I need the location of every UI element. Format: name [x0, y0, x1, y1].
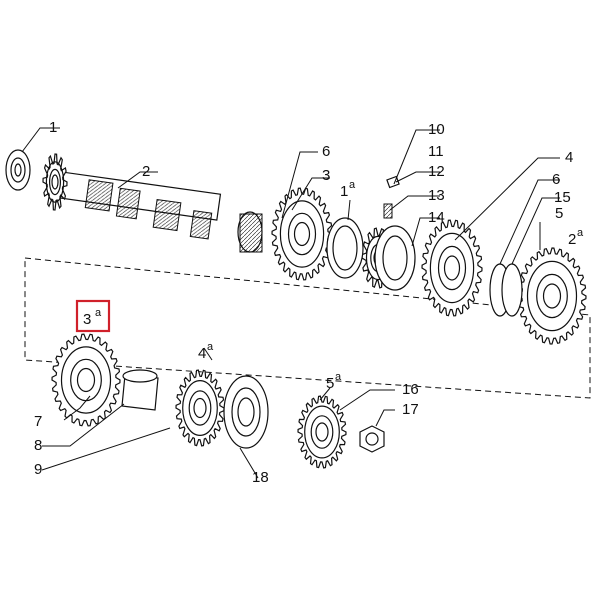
gear-label-2: 2 [568, 231, 576, 248]
subassembly-frame [24, 257, 591, 399]
gear-label-2-sup: a [577, 227, 584, 239]
gear-label-5-sup: a [335, 371, 342, 383]
input-shaft-part [57, 171, 222, 240]
callout-13: 13 [428, 187, 445, 204]
callout-14: 14 [428, 209, 445, 226]
callout-2: 2 [142, 163, 150, 180]
gear-labels: 1 a 2 a 3 a 4 a 5 a [83, 179, 584, 392]
pin-part [383, 175, 400, 219]
callout-16: 16 [402, 381, 419, 398]
callout-10: 10 [428, 121, 445, 138]
callout-3: 3 [322, 167, 330, 184]
synchro-ring-part [326, 217, 364, 279]
gear-label-1-sup: a [349, 179, 356, 191]
callout-6-upper: 6 [322, 143, 330, 160]
gear-label-5: 5 [326, 375, 334, 392]
gear-3a [51, 333, 121, 427]
pinion-gear [42, 153, 68, 211]
gear-3-upper [271, 187, 333, 281]
gear-label-3-sup: a [95, 307, 102, 319]
bushing-part-8 [121, 369, 159, 411]
gear-label-3: 3 [83, 311, 91, 328]
callout-4: 4 [565, 149, 573, 166]
gear-label-1: 1 [340, 183, 348, 200]
nut-part-17 [359, 425, 385, 453]
bearing-part [5, 149, 31, 191]
bearing-part-15 [489, 263, 523, 317]
sleeve-part [374, 225, 416, 291]
needle-bearing-part [237, 211, 263, 253]
callout-15: 15 [554, 189, 571, 206]
callout-1: 1 [49, 119, 57, 136]
gear-2a [517, 247, 587, 345]
gear-label-4: 4 [198, 345, 206, 362]
gear-5a [297, 395, 347, 469]
callout-8: 8 [34, 437, 42, 454]
leader-lines [21, 127, 560, 479]
gear-label-4-sup: a [207, 341, 214, 353]
callout-7: 7 [34, 413, 42, 430]
gears-layer [42, 153, 587, 469]
callout-9: 9 [34, 461, 42, 478]
callout-18: 18 [252, 469, 269, 486]
callout-6-right: 6 [552, 171, 560, 188]
gear-4-upper [421, 219, 483, 317]
callout-numbers: 1 2 3 4 5 6 6 7 8 9 10 11 12 13 14 15 16… [34, 119, 573, 486]
callout-5: 5 [555, 205, 563, 222]
highlight-box [75, 299, 111, 333]
callout-11: 11 [428, 143, 444, 160]
gear-4a [175, 369, 225, 447]
synchro-part-18 [223, 375, 269, 449]
callout-12: 12 [428, 163, 445, 180]
callout-17: 17 [402, 401, 419, 418]
